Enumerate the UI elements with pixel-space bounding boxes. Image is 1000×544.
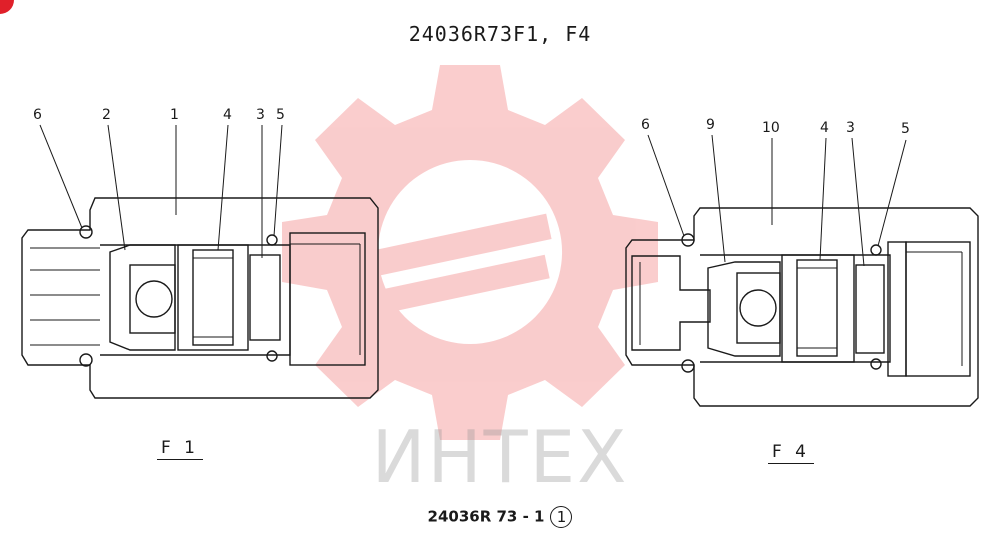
view-label-f4: F 4 [768, 442, 814, 464]
callout-f1-5: 5 [276, 107, 285, 123]
callout-f4-5: 5 [901, 121, 910, 137]
callout-f1-1: 1 [170, 107, 179, 123]
view-f4-drawing [625, 134, 979, 407]
callout-f4-3: 3 [846, 120, 855, 136]
callout-f1-4: 4 [223, 107, 232, 123]
callout-f1-2: 2 [102, 107, 111, 123]
callout-f4-9: 9 [706, 117, 715, 133]
drawing-number: 24036R 73 - 1 1 [0, 506, 1000, 528]
view-f1-drawing [21, 124, 379, 399]
drawing-title: 24036R73F1, F4 [408, 22, 592, 46]
drawing-number-code: 24036R 73 - 1 [427, 507, 545, 526]
callout-f1-3: 3 [256, 107, 265, 123]
callout-f4-4: 4 [820, 120, 829, 136]
view-label-f1: F 1 [157, 438, 203, 460]
callout-f4-10: 10 [762, 120, 780, 136]
callout-f1-6: 6 [33, 107, 42, 123]
watermark-text: ИНТЕХ [371, 415, 629, 499]
sheet-number: 1 [550, 506, 573, 528]
callout-f4-6: 6 [641, 117, 650, 133]
